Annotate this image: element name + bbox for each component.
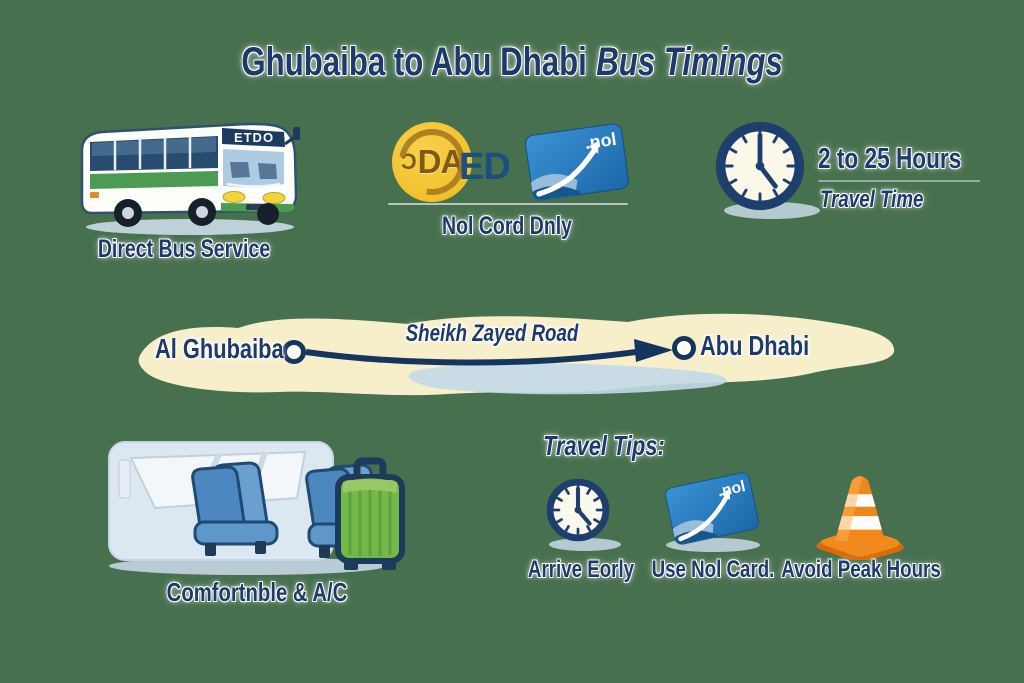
route-via-label: Sheikh Zayed Road <box>405 320 579 347</box>
tip-clock-shadow <box>549 538 621 551</box>
title-main: Ghubaiba to Abu Dhabi <box>241 40 587 84</box>
headlight-left <box>222 191 246 203</box>
coin-text: DA <box>417 143 465 180</box>
bus-mirror <box>293 127 300 140</box>
coin-glyph: Ɔ <box>400 149 417 174</box>
nol-logo-text: .nol <box>583 129 617 153</box>
route-destination-label: Abu Dhabi <box>700 330 810 361</box>
traffic-cone-icon <box>816 476 904 560</box>
bus-shadow <box>86 219 294 235</box>
comfort-label: Comfortnble & A/C <box>166 577 348 607</box>
route-arrow-head <box>634 339 673 362</box>
route-water-shape <box>408 363 727 395</box>
nol-logo-text: .nol <box>716 478 747 500</box>
title-accent: Bus Timings <box>596 40 783 84</box>
bus-side-marker <box>90 192 99 198</box>
origin-marker <box>282 340 306 364</box>
tip-label: Arrive Eorly <box>527 556 635 583</box>
clock-icon <box>546 478 610 542</box>
bus-destination-sign: ETDO <box>234 130 274 145</box>
coin-overflow-text: ED <box>459 146 511 188</box>
duration-divider-line <box>818 180 980 182</box>
suitcase-icon <box>335 457 405 570</box>
tip-label: Use Nol Card. <box>651 556 775 583</box>
aed-coin-icon: Ɔ DA <box>386 116 478 208</box>
fare-feature-label: Nol Cord Dnly <box>441 212 573 240</box>
seats-shadow <box>109 557 385 575</box>
tips-heading: Travel Tips: <box>543 430 665 461</box>
bus-seats-icon <box>108 441 391 575</box>
bus-icon: ETDO <box>80 122 300 235</box>
tip-label: Avoid Peak Hours <box>781 556 941 583</box>
nol-card-icon: .nol <box>525 123 629 201</box>
duration-value: 2 to 25 Hours <box>818 143 962 175</box>
bus-feature-label: Direct Bus Service <box>97 235 271 263</box>
duration-label: Travel Time <box>820 186 924 213</box>
destination-marker <box>672 336 696 360</box>
clock-icon <box>715 121 805 211</box>
nol-card-icon: .nol <box>665 472 759 545</box>
headlight-right <box>262 192 286 204</box>
route-origin-label: Al Ghubaiba <box>155 333 284 364</box>
fare-divider-line <box>388 203 628 205</box>
route-arrow-line <box>305 349 637 366</box>
route-map <box>138 313 895 396</box>
